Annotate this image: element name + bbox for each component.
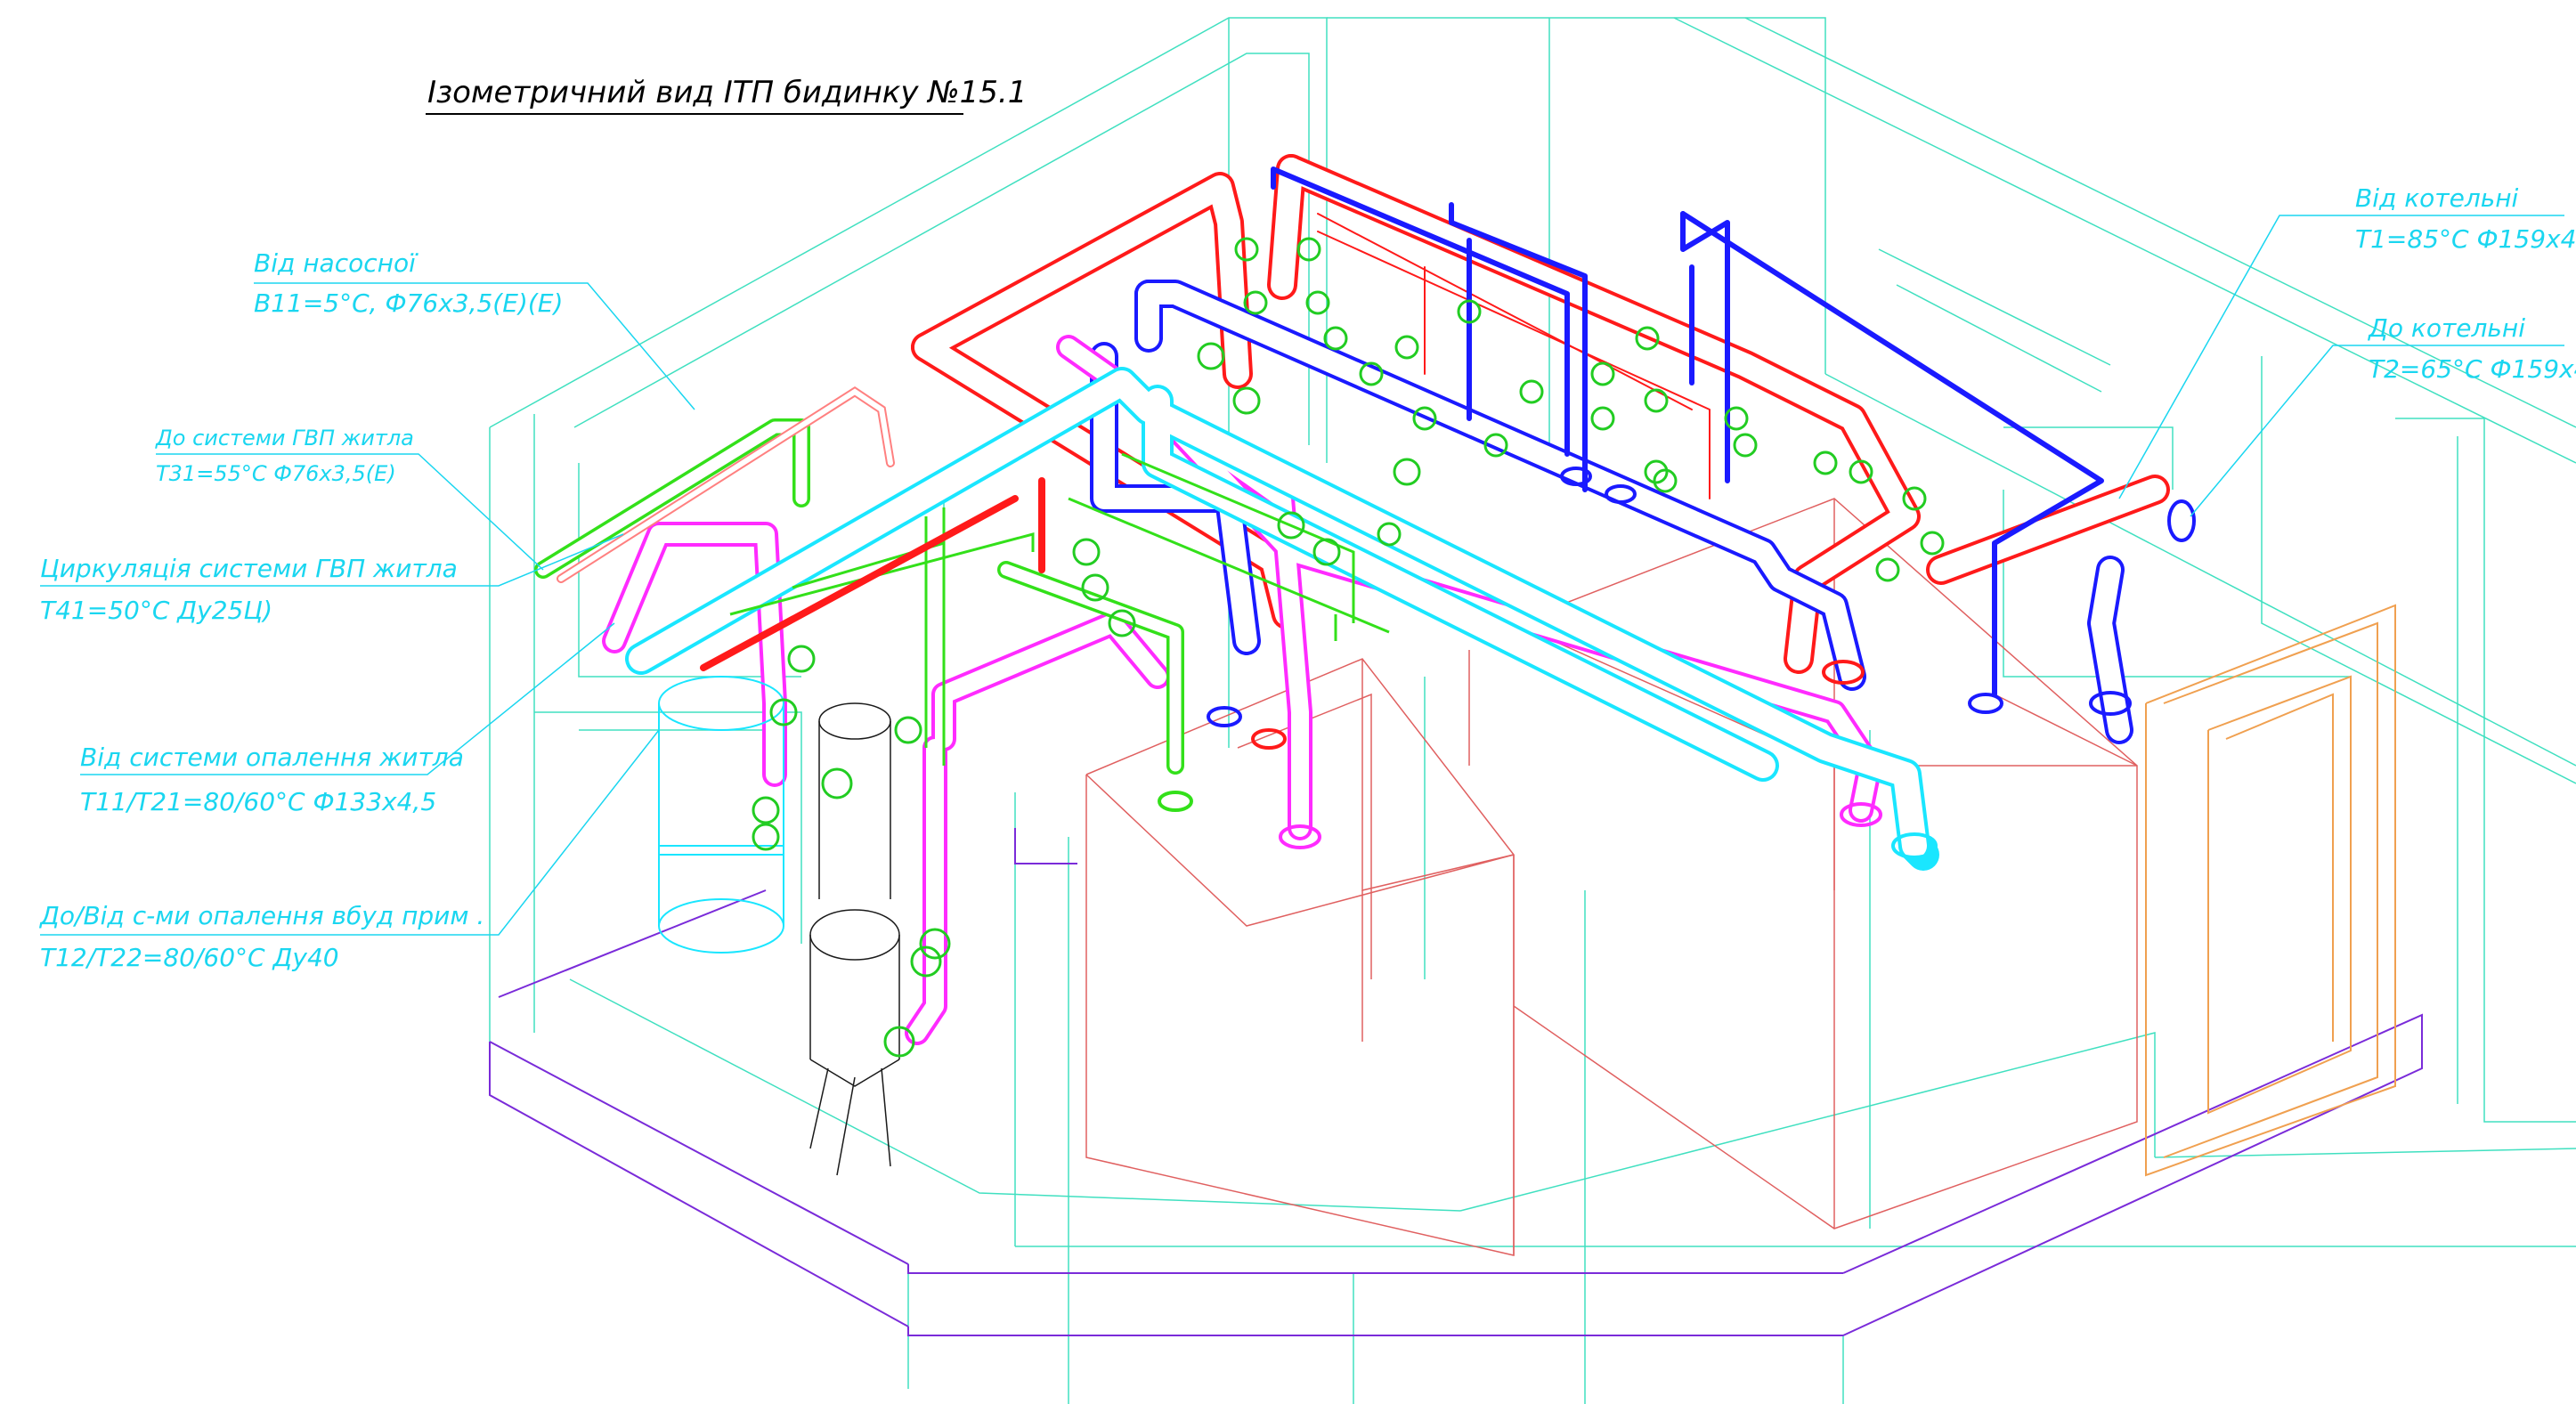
dirt-filter [809,702,900,1176]
equipment-cabinets [1085,498,2138,1256]
door-frame [2145,604,2396,1177]
label-from-pump-line1: Від насосної [254,248,418,278]
label-from-pump-line2: В11=5°С, Ф76х3,5(Е)(Е) [254,288,563,318]
room-walls [489,17,2576,1404]
label-to-dhw-line2: Т31=55°С Ф76х3,5(Е) [156,461,396,486]
label-dhw-circ-line1: Циркуляція системи ГВП житла [40,554,458,583]
valves [752,237,1945,1058]
expansion-vessel [658,676,784,954]
label-to-boiler-line1: До котельні [2367,313,2525,343]
label-heating-aux-line1: До/Від с-ми опалення вбуд прим . [38,901,484,930]
drawing-title: Ізометричний вид ІТП бидинку №15.1 [427,75,1027,110]
label-from-boiler-line2: Т1=85°С Ф159х4,0 [2355,224,2576,254]
labels: Від насосної В11=5°С, Ф76х3,5(Е)(Е) До с… [38,183,2576,972]
label-to-boiler-line2: Т2=65°С Ф159х4,0 [2369,354,2576,384]
label-from-heating-line2: Т11/Т21=80/60°С Ф133х4,5 [80,787,436,816]
label-from-boiler-line1: Від котельні [2355,183,2519,213]
label-to-dhw-line1: До системи ГВП житла [155,426,414,450]
label-from-heating-line1: Від системи опалення житла [80,743,464,772]
leader-lines [40,215,2564,936]
label-dhw-circ-line2: Т41=50°С Ду25Ц) [40,596,272,625]
floor-slab [489,828,2423,1336]
label-heating-aux-line2: Т12/Т22=80/60°С Ду40 [40,943,339,972]
flanges [1158,467,2196,859]
